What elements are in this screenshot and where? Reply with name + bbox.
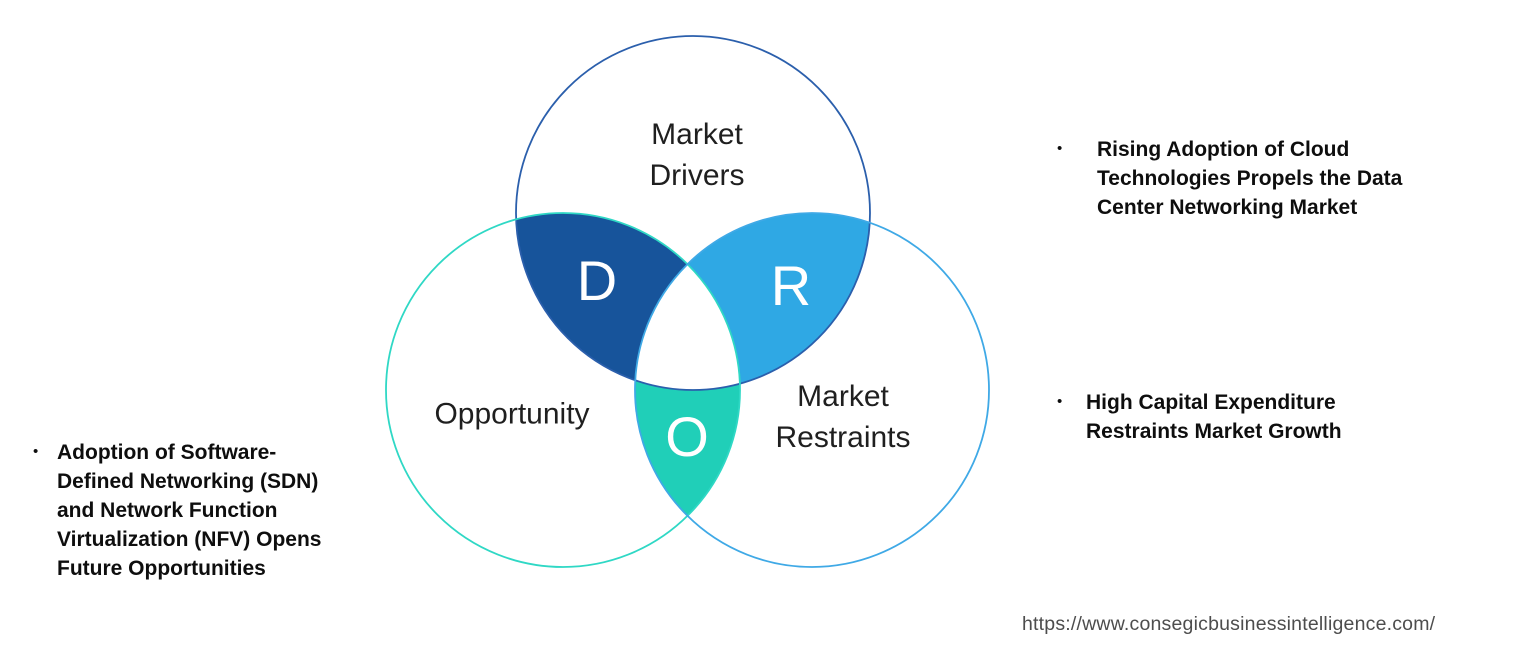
annotation-restraint: • High Capital Expenditure Restraints Ma… [1057,388,1342,446]
bullet-icon: • [1057,140,1063,157]
drivers-circle-outline [515,35,871,391]
restraints-circle-outline [634,212,990,568]
annotation-restraint-text: High Capital Expenditure Restraints Mark… [1086,391,1342,443]
opportunity-circle-outline [385,212,741,568]
region-letter-r: R [770,254,812,317]
region-letter-d: D [576,249,618,312]
annotation-opportunity-text: Adoption of Software- Defined Networking… [57,441,322,580]
bullet-icon: • [1057,393,1063,410]
annotation-driver-text: Rising Adoption of Cloud Technologies Pr… [1097,138,1403,219]
label-opportunity: Opportunity [434,397,590,431]
annotation-opportunity: • Adoption of Software- Defined Networki… [33,438,321,583]
region-r-fill [635,213,870,390]
source-url: https://www.consegicbusinessintelligence… [1022,613,1436,635]
label-market-restraints: Market Restraints [775,380,911,454]
label-market-drivers: Market Drivers [649,118,745,192]
bullet-icon: • [33,443,39,460]
annotation-driver: • Rising Adoption of Cloud Technologies … [1057,135,1402,222]
region-letter-o: O [665,405,709,468]
region-d-fill [516,213,740,390]
